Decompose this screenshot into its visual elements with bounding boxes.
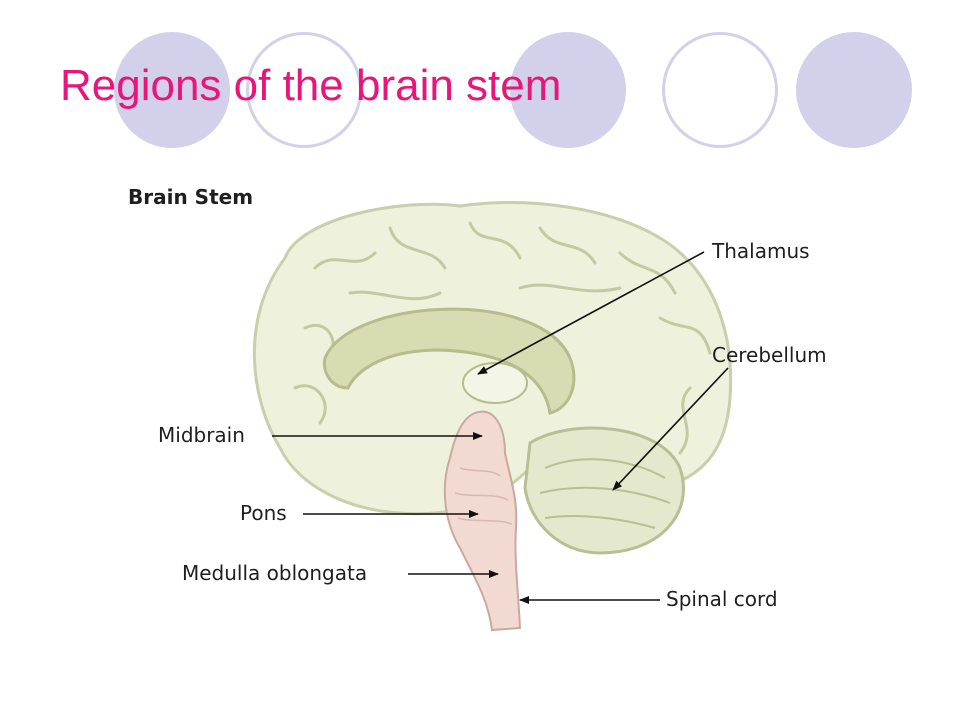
- corpus-callosum: [322, 307, 576, 415]
- thalamus-shape: [462, 362, 528, 404]
- label-thalamus: Thalamus: [711, 239, 810, 263]
- cerebellum-shape: [523, 426, 685, 555]
- pointer-arrows: [272, 251, 729, 604]
- label-pons: Pons: [240, 501, 287, 525]
- arrow-cerebellum: [612, 367, 729, 491]
- decor-circle-ring-2: [662, 32, 778, 148]
- cerebellum-folia: [539, 458, 671, 529]
- label-midbrain: Midbrain: [158, 423, 245, 447]
- decor-circle-filled-1: [114, 32, 230, 148]
- decor-circle-filled-3: [796, 32, 912, 148]
- brainstem-striations: [454, 467, 513, 525]
- cerebrum-folds: [293, 221, 712, 455]
- decor-circle-ring-1: [246, 32, 362, 148]
- brain-illustration: Brain Stem: [128, 185, 827, 632]
- label-spinal-cord: Spinal cord: [666, 587, 778, 611]
- arrow-thalamus: [477, 251, 705, 375]
- slide-title: Regions of the brain stem: [60, 61, 562, 110]
- brain-stem-diagram: Brain Stem: [100, 168, 880, 658]
- decor-circle-filled-2: [510, 32, 626, 148]
- diagram-heading: Brain Stem: [128, 185, 253, 209]
- label-cerebellum: Cerebellum: [712, 343, 827, 367]
- label-medulla: Medulla oblongata: [182, 561, 367, 585]
